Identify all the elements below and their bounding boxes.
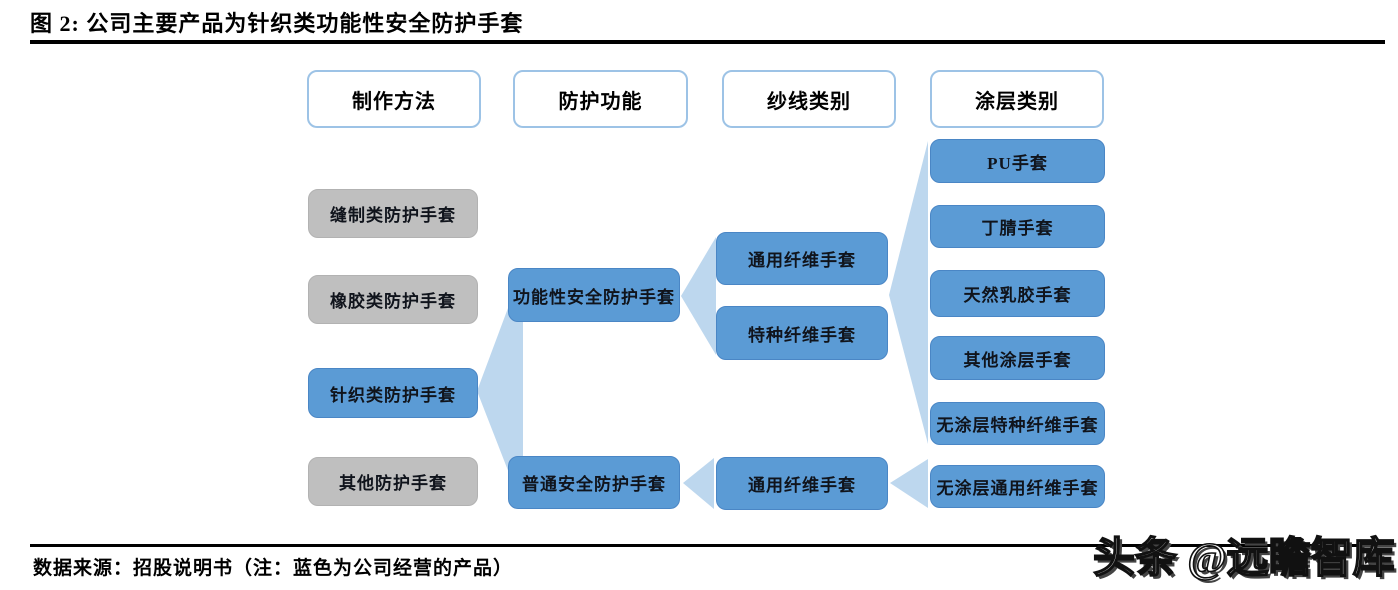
node-rubber-protective-gloves: 橡胶类防护手套 <box>308 275 478 324</box>
toutiao-watermark: 头条 @远瞻智库 <box>1092 535 1395 583</box>
footer-rule <box>30 544 1370 547</box>
figure-title: 图 2: 公司主要产品为针织类功能性安全防护手套 <box>30 11 524 36</box>
data-source-note: 数据来源：招股说明书（注：蓝色为公司经营的产品） <box>33 558 514 579</box>
node-ordinary-safety-gloves: 普通安全防护手套 <box>508 456 680 509</box>
connector-uncoatedgeneral-to-generalfiber-triangle <box>890 459 928 508</box>
node-special-fiber-gloves: 特种纤维手套 <box>716 306 888 360</box>
connector-knitted-to-protection-fan <box>477 268 523 509</box>
node-knitted-protective-gloves: 针织类防护手套 <box>308 368 478 418</box>
connector-yarn-to-functional-triangle <box>681 237 716 355</box>
column-header-yarn-category: 纱线类别 <box>722 70 896 128</box>
node-other-protective-gloves: 其他防护手套 <box>308 457 478 506</box>
node-other-coating-gloves: 其他涂层手套 <box>930 336 1105 380</box>
connector-coating-to-yarn-fan <box>889 141 928 444</box>
title-underline <box>30 40 1385 44</box>
column-header-coating-category: 涂层类别 <box>930 70 1104 128</box>
node-uncoated-special-fiber-gloves: 无涂层特种纤维手套 <box>930 402 1105 445</box>
node-sewn-protective-gloves: 缝制类防护手套 <box>308 189 478 238</box>
node-functional-safety-gloves: 功能性安全防护手套 <box>508 268 680 322</box>
node-natural-latex-gloves: 天然乳胶手套 <box>930 270 1105 317</box>
node-uncoated-general-fiber-gloves: 无涂层通用纤维手套 <box>930 465 1105 508</box>
column-header-protection-function: 防护功能 <box>513 70 688 128</box>
node-general-fiber-gloves-ordinary: 通用纤维手套 <box>716 457 888 510</box>
node-nitrile-gloves: 丁腈手套 <box>930 205 1105 248</box>
connector-generalfiber-to-ordinary-triangle <box>683 458 714 509</box>
node-pu-gloves: PU手套 <box>930 139 1105 183</box>
node-general-fiber-gloves: 通用纤维手套 <box>716 232 888 285</box>
column-header-manufacturing-method: 制作方法 <box>307 70 481 128</box>
